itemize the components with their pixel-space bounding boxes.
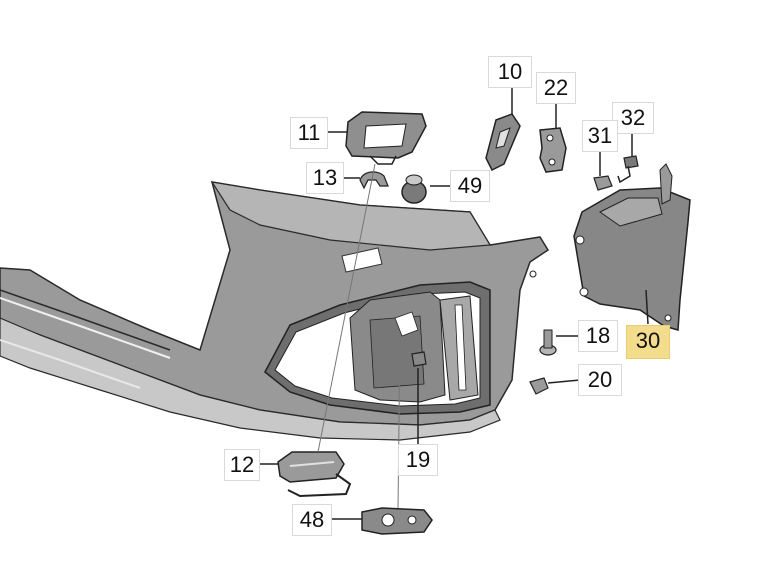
rivet-part-18 <box>539 329 557 356</box>
cap-part-12 <box>277 451 352 498</box>
callout-part-18[interactable]: 18 <box>578 320 618 352</box>
nut-part-19 <box>411 351 427 367</box>
clip-part-20 <box>529 377 549 395</box>
callout-part-30[interactable]: 30 <box>626 325 670 359</box>
callout-part-49[interactable]: 49 <box>450 170 490 202</box>
sensor-holder-part-48 <box>361 507 433 535</box>
bumper-cover <box>0 181 550 441</box>
callout-part-12[interactable]: 12 <box>224 449 260 481</box>
plug-part-49 <box>401 174 427 204</box>
bracket-part-30 <box>573 163 691 331</box>
callout-part-20[interactable]: 20 <box>578 364 622 396</box>
callout-part-13[interactable]: 13 <box>306 162 344 194</box>
holder-part-22 <box>539 127 567 173</box>
nut-part-31 <box>593 175 613 191</box>
callout-part-11[interactable]: 11 <box>290 117 328 149</box>
callout-part-32[interactable]: 32 <box>612 102 654 134</box>
clip-part-13 <box>359 171 389 190</box>
leader-lines <box>258 84 649 520</box>
bolt-part-32 <box>617 155 639 184</box>
sensor-bracket-part-11 <box>345 111 427 165</box>
callout-part-31[interactable]: 31 <box>582 120 618 152</box>
callout-part-22[interactable]: 22 <box>536 72 576 104</box>
callout-part-10[interactable]: 10 <box>488 56 532 88</box>
cover-part-10 <box>485 113 521 172</box>
callout-part-19[interactable]: 19 <box>398 444 438 476</box>
callout-part-48[interactable]: 48 <box>292 504 332 536</box>
